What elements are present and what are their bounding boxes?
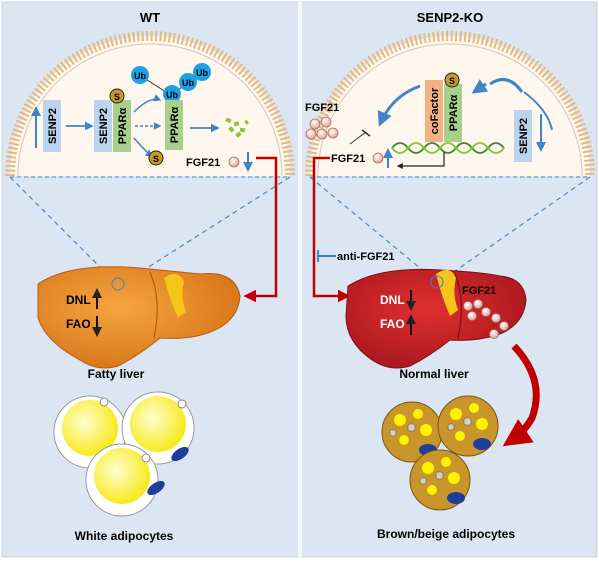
normal-liver-caption: Normal liver xyxy=(399,367,469,381)
normal-gallbladder xyxy=(436,269,458,316)
senp2-label: SENP2 xyxy=(47,108,59,144)
ko-title: SENP2-KO xyxy=(417,10,483,25)
dna-to-fgf21-arrow xyxy=(396,152,445,169)
wt-cell-interior xyxy=(10,36,290,176)
wt-fgf21-to-liver-red-arrow xyxy=(243,156,278,303)
wt-fgf21-label: FGF21 xyxy=(186,157,220,169)
fatty-liver-lobe-line xyxy=(149,271,158,339)
released-sumo-icon xyxy=(148,150,164,166)
ko-membrane-inner xyxy=(317,43,583,177)
wt-dnl-label: DNL xyxy=(66,293,91,307)
ub-icon-2 xyxy=(163,85,181,103)
normal-liver xyxy=(345,268,527,369)
ko-zoom-target-icon xyxy=(430,275,444,289)
complex-to-ub-arrow xyxy=(133,94,162,113)
dna-helix-icon xyxy=(391,142,505,154)
ub-icon-1 xyxy=(131,66,149,84)
brown-adipocyte-2 xyxy=(437,395,499,457)
ub-label-2: Ub xyxy=(166,90,178,100)
ko-fgf21-to-liver-red-arrow xyxy=(312,156,351,303)
white-adipocyte-caption: White adipocytes xyxy=(75,529,174,543)
wt-zoom-line-left xyxy=(9,176,116,283)
wt-ppara-target: PPARα xyxy=(165,100,183,150)
liver-fgf21-droplets xyxy=(463,299,509,339)
wt-zoom-line-right xyxy=(124,176,291,283)
wt-senp2-ppara-complex: SENP2 PPARα S xyxy=(94,88,131,152)
secreted-fgf21-cluster xyxy=(305,116,339,140)
white-adipocyte-cluster xyxy=(53,391,195,517)
complex-senp2-box xyxy=(94,100,112,152)
ubiquitin-chain: Ub Ub Ub Ub xyxy=(131,63,211,103)
senp2-box xyxy=(43,100,61,152)
ub-icon-3 xyxy=(179,73,197,91)
ko-fgf21-free-label: FGF21 xyxy=(305,102,339,114)
complex-ppara-label: PPARα xyxy=(117,108,129,145)
ub-icon-4 xyxy=(193,63,211,81)
brown-adipocyte-3 xyxy=(409,449,471,511)
wt-cell xyxy=(5,31,295,178)
senp2-side-arc xyxy=(523,91,553,131)
ub-label-4: Ub xyxy=(196,68,208,78)
senp2-curved-arc xyxy=(489,78,524,93)
white-adipocyte-2 xyxy=(121,391,195,465)
ub-label-3: Ub xyxy=(182,78,194,88)
cofactor-curved-arrow xyxy=(377,84,421,127)
ub-label-1: Ub xyxy=(134,71,146,81)
wt-fao-label: FAO xyxy=(66,317,91,331)
wt-fgf21-droplet-icon xyxy=(228,156,240,168)
ub-link-1 xyxy=(143,77,167,93)
panel-divider xyxy=(298,2,302,557)
ko-zoom-line-right xyxy=(444,176,591,279)
ko-fgf21-gene-label: FGF21 xyxy=(331,153,365,165)
ko-ppara-label: PPARα xyxy=(448,95,460,132)
ko-ppara-box xyxy=(444,84,462,142)
white-adipocyte-3 xyxy=(85,443,165,517)
normal-liver-lobe-line xyxy=(454,273,462,339)
fatty-gallbladder xyxy=(164,273,186,318)
wt-title: WT xyxy=(140,10,160,25)
degraded-fragments-icon xyxy=(225,117,249,138)
cofactor-box xyxy=(425,80,443,142)
fatty-liver-shape xyxy=(37,266,241,369)
complex-sumo-icon xyxy=(109,88,125,104)
brown-adipocyte-caption: Brown/beige adipocytes xyxy=(377,527,515,541)
liver-fgf21-label: FGF21 xyxy=(462,285,496,297)
complex-senp2-label: SENP2 xyxy=(98,108,110,144)
ko-fgf21-droplet-icon xyxy=(372,152,384,164)
cofactor-label: coFactor xyxy=(429,87,441,134)
fatty-liver xyxy=(37,266,241,369)
wt-senp2-outer: SENP2 xyxy=(31,100,61,152)
anti-fgf21-label: anti-FGF21 xyxy=(337,251,394,263)
ko-senp2-label: SENP2 xyxy=(518,118,530,154)
ko-senp2-box xyxy=(514,110,532,162)
fatty-liver-caption: Fatty liver xyxy=(88,367,145,381)
ko-senp2: SENP2 xyxy=(514,110,546,162)
complex-sumo-label: S xyxy=(114,92,120,102)
wt-zoom-target-icon xyxy=(111,277,125,291)
ko-dnl-label: DNL xyxy=(380,293,405,307)
released-sumo-label: S xyxy=(153,154,159,164)
ppara-target-label: PPARα xyxy=(169,107,181,144)
ko-sumo-label: S xyxy=(449,76,455,86)
liver-to-brown-adipocyte-arrow xyxy=(502,343,540,447)
fgf21-secretion-line xyxy=(349,131,367,145)
ko-sumo-icon xyxy=(444,72,460,88)
ko-fao-label: FAO xyxy=(380,317,405,331)
brown-adipocyte-cluster xyxy=(381,395,499,511)
senp2-curved-arrowhead xyxy=(471,79,489,94)
complex-ppara-box xyxy=(113,100,131,152)
fgf21-secretion-tbar xyxy=(361,129,371,137)
ko-cofactor-ppara-complex: coFactor PPARα S xyxy=(425,72,462,142)
ppara-target-box xyxy=(165,100,183,150)
